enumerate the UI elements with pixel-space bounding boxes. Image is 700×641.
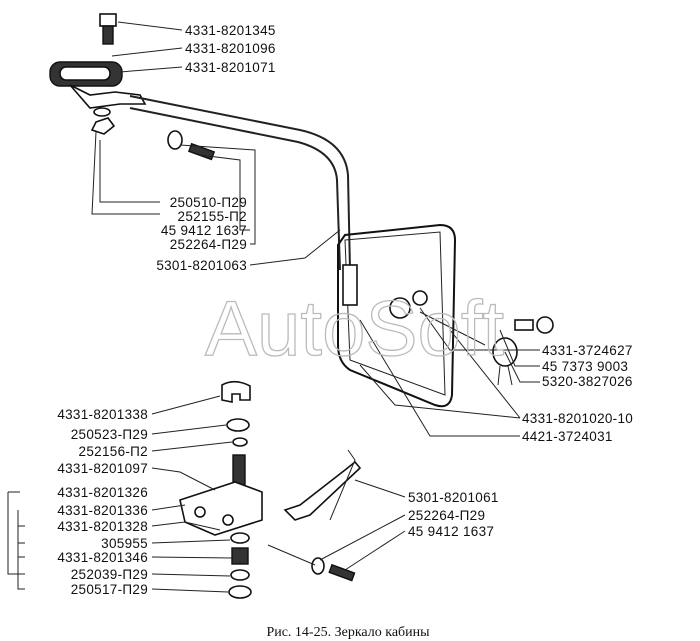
washer <box>93 107 111 117</box>
part-label: 4331-3724627 <box>542 343 633 358</box>
washer-mid <box>230 532 250 544</box>
figure-caption: Рис. 14-25. Зеркало кабины <box>266 625 430 640</box>
part-label: 250523-П29 <box>71 427 148 442</box>
nut-top <box>226 418 250 432</box>
lamp-housing <box>389 297 411 319</box>
part-label: 305955 <box>101 536 148 551</box>
part-label: 4331-8201336 <box>57 503 148 518</box>
part-label: 252264-П29 <box>170 237 247 252</box>
bolt-shank <box>102 25 114 45</box>
part-label: 5320-3827026 <box>542 374 633 389</box>
labels-left-mid: 250510-П29 252155-П2 45 9412 1637 252264… <box>156 195 247 273</box>
hinge-hole <box>194 506 206 518</box>
part-label: 5301-8201063 <box>156 258 247 273</box>
part-label: 250517-П29 <box>71 582 148 597</box>
labels-bottom-right: 5301-8201061 252264-П29 45 9412 1637 <box>408 490 499 539</box>
lower-arm-rod <box>329 449 356 521</box>
watermark: AutoSoft <box>205 284 505 372</box>
spring <box>231 547 249 565</box>
washer-low <box>230 569 250 581</box>
arm-pipe <box>129 95 351 271</box>
cap <box>221 380 251 403</box>
part-label: 252039-П29 <box>71 567 148 582</box>
clamp-inner <box>59 66 111 81</box>
part-label: 4331-8201328 <box>57 519 148 534</box>
labels-right-mid: 4331-3724627 45 7373 9003 5320-3827026 4… <box>522 343 633 444</box>
part-label: 4331-8201346 <box>57 550 148 565</box>
part-label: 252155-П2 <box>178 209 247 224</box>
part-label: 4331-8201326 <box>57 485 148 500</box>
part-label: 252264-П29 <box>408 508 485 523</box>
bolt-head <box>99 13 117 27</box>
part-label: 4331-8201096 <box>185 41 276 56</box>
socket <box>514 319 534 331</box>
mirror-hinge <box>342 264 358 306</box>
washer-lower <box>311 557 325 575</box>
part-label: 45 9412 1637 <box>408 524 494 539</box>
wires <box>497 365 513 386</box>
part-label: 4331-8201097 <box>57 461 148 476</box>
part-label: 45 7373 9003 <box>542 359 628 374</box>
mirror-frame <box>337 223 457 408</box>
hinge-hole-2 <box>222 514 234 526</box>
mirror-drawing <box>49 13 554 599</box>
washer-2 <box>167 130 183 150</box>
mirror-glass <box>344 231 446 396</box>
lower-arm <box>283 460 362 521</box>
labels-bottom-left: 4331-8201338 250523-П29 252156-П2 4331-8… <box>57 407 148 597</box>
part-label: 252156-П2 <box>79 444 148 459</box>
part-label: 250510-П29 <box>170 195 247 210</box>
hinge-bracket <box>179 481 263 536</box>
part-label: 45 9412 1637 <box>161 223 247 238</box>
screw-lower <box>328 563 356 582</box>
leader-lines <box>7 21 540 593</box>
nut-low <box>228 585 252 599</box>
labels-top: 4331-8201345 4331-8201096 4331-8201071 <box>185 23 276 75</box>
part-label: 4331-8201020-10 <box>522 411 633 426</box>
lamp <box>412 290 428 306</box>
lamp-2 <box>536 316 554 334</box>
washer-top <box>232 437 248 447</box>
part-label: 4331-8201071 <box>185 60 276 75</box>
nut <box>90 117 116 135</box>
arm-pipe-edge <box>129 107 341 271</box>
part-label: 5301-8201061 <box>408 490 499 505</box>
part-label: 4331-8201338 <box>57 407 148 422</box>
part-label: 4331-8201345 <box>185 23 276 38</box>
part-label: 4421-3724031 <box>522 429 613 444</box>
